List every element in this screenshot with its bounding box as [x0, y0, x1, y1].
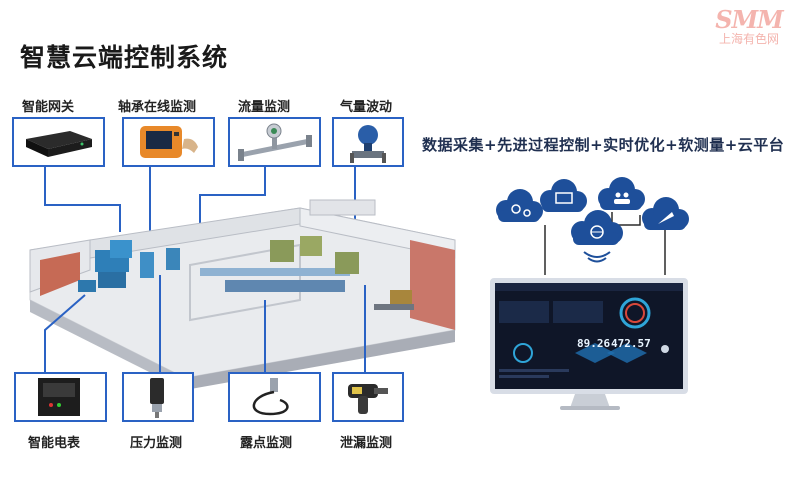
- dashboard-monitor: 89.26 472.57: [490, 278, 688, 394]
- process-line: [200, 236, 414, 310]
- label-dewpoint-monitoring: 露点监测: [240, 436, 293, 451]
- device-card-bearing: [122, 117, 215, 167]
- smart-meter-icon: [38, 378, 80, 416]
- handheld-monitor-icon: [140, 126, 198, 158]
- page-title: 智慧云端控制系统: [20, 43, 229, 72]
- smm-logo: SMM 上海有色网: [715, 5, 783, 47]
- pressure-sensor-icon: [150, 378, 164, 418]
- label-flow-monitoring: 流量监测: [238, 100, 291, 115]
- label-pressure-monitoring: 压力监测: [130, 436, 183, 451]
- connector-lines-bottom: [44, 275, 366, 372]
- globe-cloud-icon: [571, 210, 623, 263]
- dashboard-graphics: [495, 283, 683, 378]
- device-card-leak: [332, 372, 404, 422]
- device-card-meter: [14, 372, 107, 422]
- label-gas-fluctuation: 气量波动: [340, 100, 393, 115]
- dewpoint-sensor-icon: [252, 378, 289, 416]
- compressor-units: [78, 240, 180, 292]
- device-card-gas: [332, 117, 404, 167]
- label-smart-meter: 智能电表: [28, 436, 81, 451]
- dashboard-value-b: 472.57: [611, 337, 651, 350]
- dashboard-value-a: 89.26: [577, 337, 611, 350]
- connector-lines-top: [44, 167, 356, 232]
- system-tagline: 数据采集+先进过程控制+实时优化+软测量+云平台: [422, 136, 785, 154]
- flowmeter-icon: [238, 123, 312, 161]
- pressure-transmitter-icon: [350, 125, 386, 163]
- label-bearing-monitoring: 轴承在线监测: [118, 100, 197, 115]
- gears-cloud-icon: [496, 189, 543, 222]
- label-leak-monitoring: 泄漏监测: [340, 436, 393, 451]
- device-card-flow: [228, 117, 321, 167]
- label-smart-gateway: 智能网关: [22, 100, 75, 115]
- monitor-stand: [570, 394, 610, 408]
- film-cloud-icon: [540, 179, 587, 212]
- gateway-icon: [26, 131, 92, 157]
- users-cloud-icon: [598, 177, 645, 210]
- leak-detector-icon: [348, 384, 388, 414]
- rocket-cloud-icon: [642, 197, 689, 230]
- device-card-dewpoint: [228, 372, 321, 422]
- device-card-pressure: [122, 372, 194, 422]
- device-card-gateway: [12, 117, 105, 167]
